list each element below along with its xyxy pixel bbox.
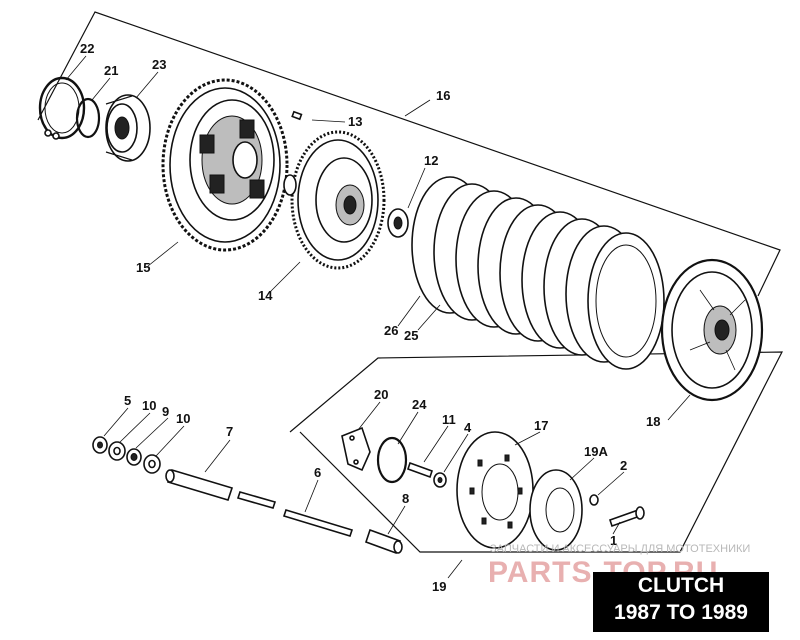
label-8: 8 <box>402 491 409 506</box>
label-23: 23 <box>152 57 166 72</box>
label-14: 14 <box>258 288 273 303</box>
part-7-sleeve <box>165 469 234 501</box>
label-7: 7 <box>226 424 233 439</box>
part-10-washer-left <box>108 441 126 461</box>
part-21-retaining-ring <box>75 97 101 139</box>
part-1-screw <box>608 506 645 528</box>
label-9: 9 <box>162 404 169 419</box>
label-10-right: 10 <box>176 411 190 426</box>
part-17-diaphragm-spring <box>456 431 534 549</box>
part-2-washer <box>589 494 599 506</box>
upper-assembly-boundary <box>37 11 781 297</box>
label-15: 15 <box>136 260 150 275</box>
part-4-nut <box>433 472 447 488</box>
caption-title: CLUTCH <box>637 574 725 597</box>
label-19a: 19A <box>584 444 608 459</box>
part-9-nut <box>126 448 142 466</box>
part-15-clutch-shell <box>161 78 289 252</box>
label-6: 6 <box>314 465 321 480</box>
label-18: 18 <box>646 414 660 429</box>
caption-years: 1987 TO 1989 <box>614 601 748 624</box>
watermark-text: ЗАПЧАСТИ И АКСЕССУАРЫ ДЛЯ МОТОТЕХНИКИ <box>490 543 750 555</box>
part-22-snap-ring <box>38 76 86 140</box>
label-17: 17 <box>534 418 548 433</box>
diagram-caption-box: CLUTCH 1987 TO 1989 <box>593 572 769 632</box>
label-4: 4 <box>464 420 472 435</box>
label-5: 5 <box>124 393 131 408</box>
label-22: 22 <box>80 41 94 56</box>
part-11-screw <box>406 461 434 479</box>
leader-lines <box>65 55 691 579</box>
part-23-bearing <box>105 94 151 162</box>
label-12: 12 <box>424 153 438 168</box>
part-14-clutch-hub <box>283 130 386 270</box>
label-1: 1 <box>610 533 617 548</box>
part-24-retaining-ring <box>376 436 408 484</box>
label-25: 25 <box>404 328 418 343</box>
label-19: 19 <box>432 579 446 594</box>
part-10-washer-right <box>143 454 161 474</box>
part-6-push-rods <box>236 491 354 537</box>
label-11: 11 <box>442 412 456 427</box>
part-20-lockplate <box>341 426 371 472</box>
label-20: 20 <box>374 387 388 402</box>
label-10-left: 10 <box>142 398 156 413</box>
part-5-nut <box>92 436 108 454</box>
label-21: 21 <box>104 63 118 78</box>
part-25-26-plate-stack <box>411 176 665 370</box>
part-12-bushing <box>387 208 409 238</box>
part-8-bushing <box>364 528 403 555</box>
label-16: 16 <box>436 88 450 103</box>
part-18-pressure-plate <box>660 258 764 402</box>
part-13-key <box>291 110 303 121</box>
lower-assembly-boundary <box>289 351 783 553</box>
part-labels: 22 21 23 16 13 12 15 14 26 25 18 5 10 9 … <box>80 41 660 594</box>
label-13: 13 <box>348 114 362 129</box>
label-2: 2 <box>620 458 627 473</box>
label-26: 26 <box>384 323 398 338</box>
label-24: 24 <box>412 397 427 412</box>
part-19a-spring-seat <box>529 469 583 551</box>
